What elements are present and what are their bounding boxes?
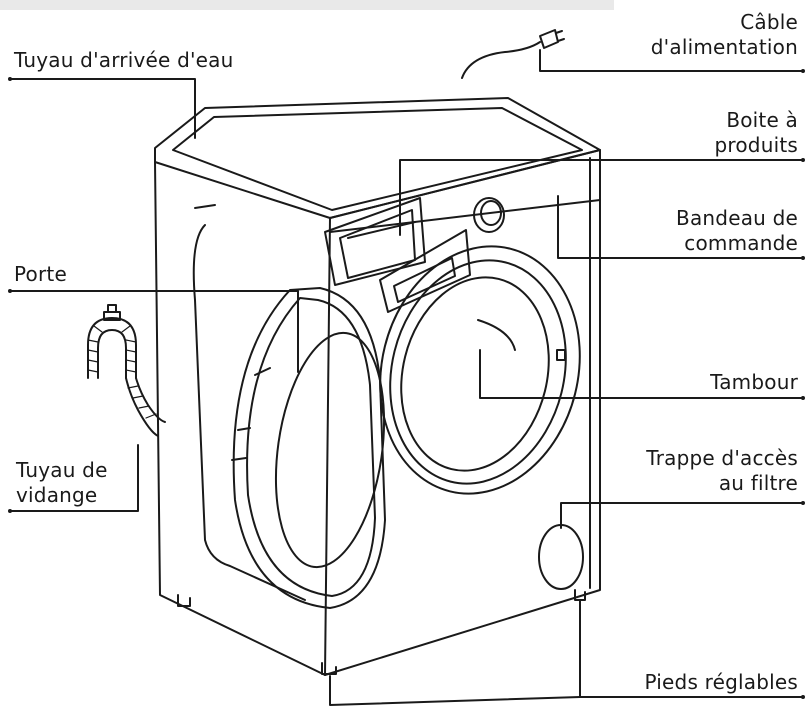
label-detergent-drawer-line2: produits bbox=[714, 133, 798, 157]
label-door: Porte bbox=[14, 262, 67, 287]
machine-body bbox=[154, 97, 601, 676]
label-drain-hose-line2: vidange bbox=[16, 483, 98, 507]
callout-end-dots bbox=[8, 69, 805, 699]
label-power-cable-line2: d'alimentation bbox=[650, 35, 798, 59]
callout-lines bbox=[9, 49, 804, 706]
label-power-cable: Câble d'alimentation bbox=[651, 10, 798, 60]
label-inlet-hose-line1: Tuyau d'arrivée d'eau bbox=[14, 48, 234, 72]
label-detergent-drawer: Boite à produits bbox=[714, 108, 798, 158]
label-control-panel: Bandeau de commande bbox=[676, 206, 798, 256]
top-gray-band bbox=[0, 0, 614, 10]
label-drum: Tambour bbox=[710, 370, 798, 395]
label-filter-hatch-line2: au filtre bbox=[718, 471, 798, 495]
label-inlet-hose: Tuyau d'arrivée d'eau bbox=[14, 48, 234, 73]
label-detergent-drawer-line1: Boite à bbox=[726, 108, 798, 132]
filter-hatch-drawing bbox=[538, 524, 584, 590]
label-power-cable-line1: Câble bbox=[740, 10, 798, 34]
detergent-drawer-drawing bbox=[324, 197, 505, 313]
label-control-panel-line2: commande bbox=[684, 231, 798, 255]
label-feet-line1: Pieds réglables bbox=[644, 670, 798, 694]
label-door-line1: Porte bbox=[14, 262, 67, 286]
drum-drawing bbox=[379, 245, 581, 495]
drain-hose-drawing bbox=[87, 304, 166, 437]
label-filter-hatch: Trappe d'accès au filtre bbox=[646, 446, 798, 496]
label-drain-hose-line1: Tuyau de bbox=[16, 458, 108, 482]
door-drawing bbox=[231, 287, 386, 609]
label-drain-hose: Tuyau de vidange bbox=[16, 458, 108, 508]
label-filter-hatch-line1: Trappe d'accès bbox=[646, 446, 798, 470]
label-control-panel-line1: Bandeau de bbox=[676, 206, 798, 230]
power-cable-drawing bbox=[461, 29, 565, 79]
label-feet: Pieds réglables bbox=[644, 670, 798, 695]
label-drum-line1: Tambour bbox=[710, 370, 798, 394]
